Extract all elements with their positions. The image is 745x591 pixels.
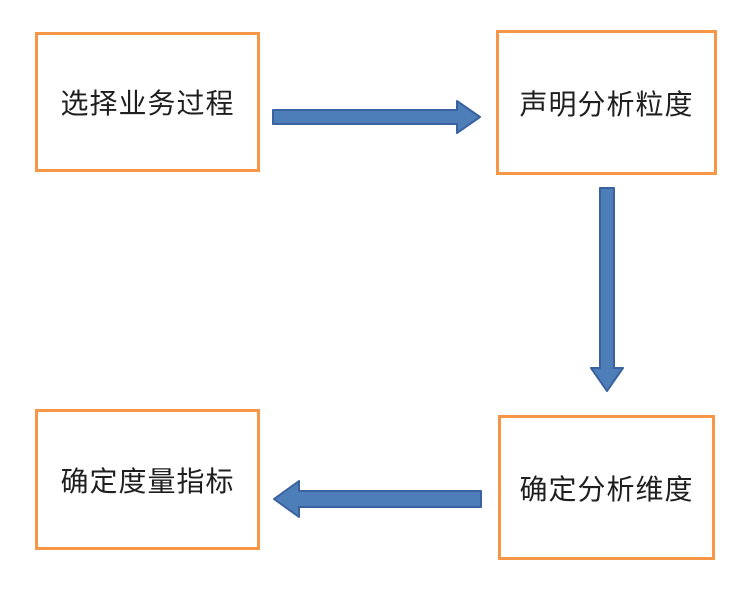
node-declare-analysis-grain: 声明分析粒度 bbox=[496, 30, 717, 175]
node-label: 确定度量指标 bbox=[60, 466, 235, 498]
down-arrow-icon bbox=[590, 187, 624, 392]
down-arrow-shape bbox=[590, 187, 624, 392]
left-arrow-shape bbox=[273, 480, 482, 518]
left-arrow-icon bbox=[273, 480, 482, 518]
node-label: 确定分析维度 bbox=[519, 474, 694, 506]
node-determine-analysis-dims: 确定分析维度 bbox=[498, 415, 715, 560]
right-arrow-icon bbox=[272, 100, 481, 134]
node-determine-measures: 确定度量指标 bbox=[35, 409, 260, 550]
node-label: 声明分析粒度 bbox=[519, 89, 694, 121]
node-select-business-process: 选择业务过程 bbox=[35, 32, 260, 172]
right-arrow-shape bbox=[272, 100, 481, 134]
node-label: 选择业务过程 bbox=[60, 89, 235, 120]
